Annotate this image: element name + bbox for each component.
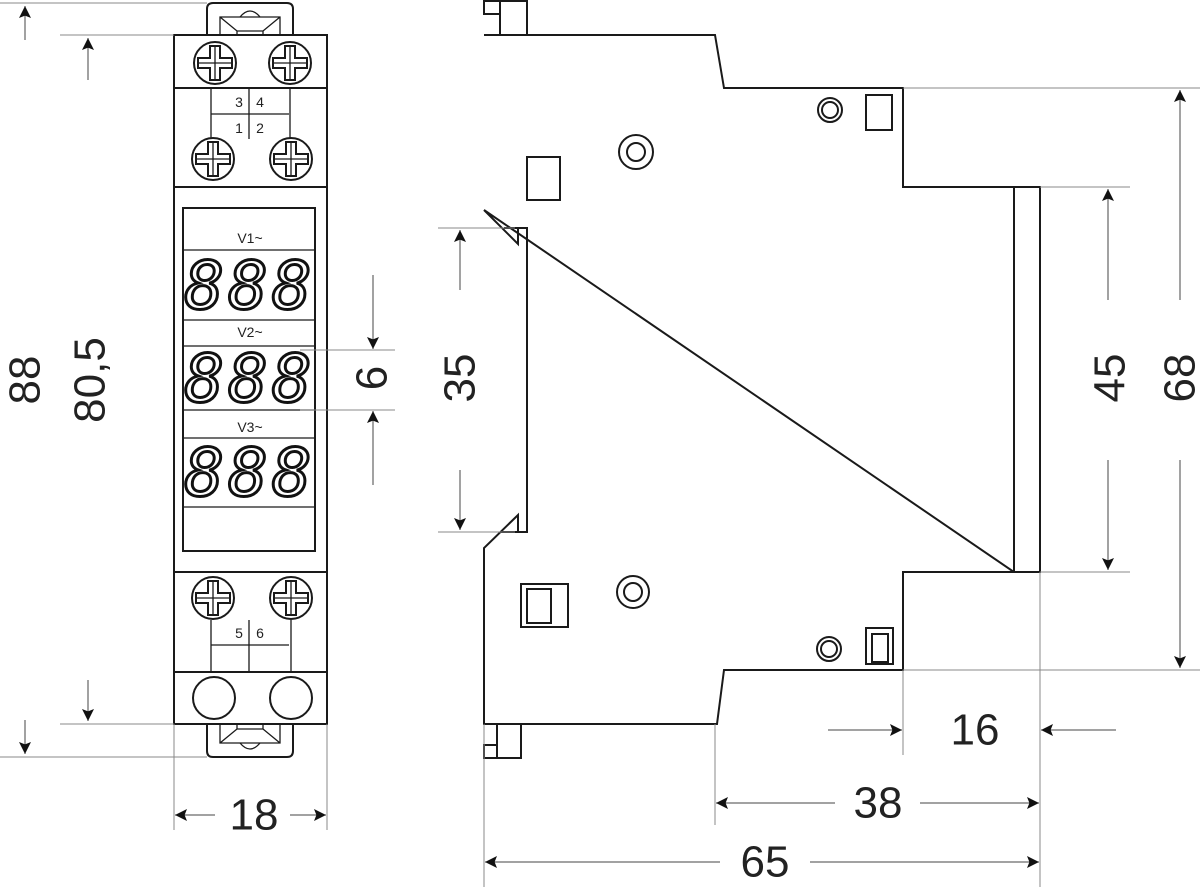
dimension-shoulder-height: 68 (1156, 354, 1200, 403)
terminal-label: 2 (256, 120, 264, 136)
terminal-label: 1 (235, 120, 243, 136)
display-readout-v1: 888 (184, 248, 315, 325)
screw-icon (193, 41, 237, 85)
terminal-label: 4 (256, 94, 264, 110)
front-housing (173, 34, 328, 725)
screw-icon (191, 137, 235, 181)
rivet-icon (616, 575, 650, 609)
dimension-total-depth: 65 (741, 838, 790, 887)
dimension-total-height: 88 (1, 356, 50, 405)
terminal-label: 6 (256, 625, 264, 641)
dimension-body-height: 80,5 (66, 337, 115, 423)
display-readout-v3: 888 (184, 435, 315, 512)
dimension-width: 18 (230, 791, 279, 840)
screw-icon (191, 576, 235, 620)
bottom-din-clip (206, 724, 294, 758)
rivet-icon (816, 636, 842, 662)
rivet-icon (618, 134, 654, 170)
display-readout-v2: 888 (184, 341, 315, 418)
screw-icon (269, 137, 313, 181)
side-housing (483, 34, 1018, 725)
display-label-v3: V3~ (237, 419, 262, 435)
dimension-shoulder-depth: 38 (854, 779, 903, 828)
terminal-label: 3 (235, 94, 243, 110)
display-label-v1: V1~ (237, 230, 262, 246)
dimension-front-height: 45 (1086, 354, 1135, 403)
dimension-front-depth: 16 (951, 706, 1000, 755)
dimension-digit-height: 6 (348, 366, 397, 390)
screw-icon (268, 41, 312, 85)
button-icon (269, 676, 313, 720)
front-view: 3 4 1 2 5 6 V1~ 888 V2~ 888 V3~ 888 88 8… (0, 2, 397, 840)
button-icon (192, 676, 236, 720)
display-panel (182, 207, 316, 552)
rivet-icon (817, 97, 843, 123)
display-label-v2: V2~ (237, 324, 262, 340)
side-view: 35 45 68 16 38 65 (436, 0, 1200, 887)
terminal-label: 5 (235, 625, 243, 641)
dimension-din-rail: 35 (436, 354, 485, 403)
top-din-clip (206, 2, 294, 36)
screw-icon (269, 576, 313, 620)
front-face-strip (1013, 186, 1041, 573)
